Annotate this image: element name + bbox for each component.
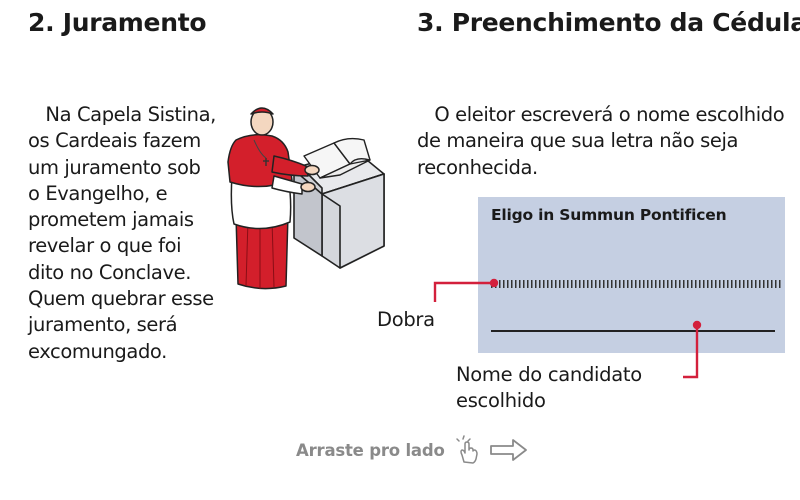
arrow-right-icon	[489, 439, 527, 461]
ballot-heading: Eligo in Summun Pontificen	[491, 206, 727, 224]
cardinal-oath-illustration	[227, 107, 385, 290]
tap-hand-icon	[455, 435, 478, 464]
ballot-description-text: O eleitor escreverá o nome escolhido de …	[417, 103, 785, 179]
ballot-description: O eleitor escreverá o nome escolhido de …	[417, 102, 797, 181]
ballot-fold-line	[491, 280, 783, 288]
oath-description-text: Na Capela Sistina, os Cardeais fazem um …	[28, 103, 216, 363]
fold-label: Dobra	[377, 308, 435, 331]
ballot-name-line	[491, 330, 775, 332]
section-title-oath: 2. Juramento	[28, 8, 207, 37]
section-title-ballot: 3. Preenchimento da Cédula	[417, 8, 800, 37]
candidate-name-label: Nome do candidato escolhido	[456, 363, 642, 412]
oath-description: Na Capela Sistina, os Cardeais fazem um …	[28, 102, 216, 365]
swipe-label: Arraste pro lado	[296, 440, 445, 460]
ballot-card: Eligo in Summun Pontificen	[478, 197, 785, 353]
swipe-hint[interactable]: Arraste pro lado	[296, 435, 529, 465]
cardinal-figure	[227, 107, 320, 290]
